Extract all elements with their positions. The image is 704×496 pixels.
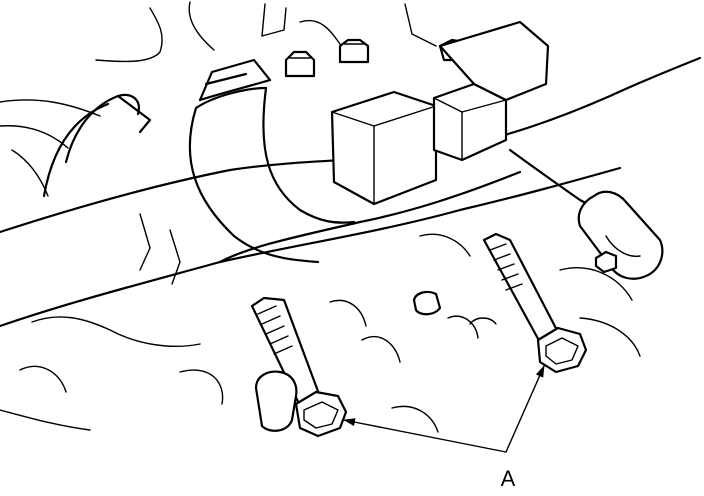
small-hose xyxy=(42,93,152,198)
callout-a-leaders xyxy=(343,365,545,453)
electrical-connector xyxy=(330,20,550,206)
rubber-bushing xyxy=(254,290,497,432)
callout-label-a: A xyxy=(501,466,516,491)
bolt-a-right xyxy=(482,232,588,374)
sensor-plug xyxy=(577,190,664,280)
hose-clamp xyxy=(198,58,272,102)
engine-background-lines xyxy=(0,1,641,433)
bolt-a-left xyxy=(250,296,348,438)
coolant-hose xyxy=(188,86,356,264)
